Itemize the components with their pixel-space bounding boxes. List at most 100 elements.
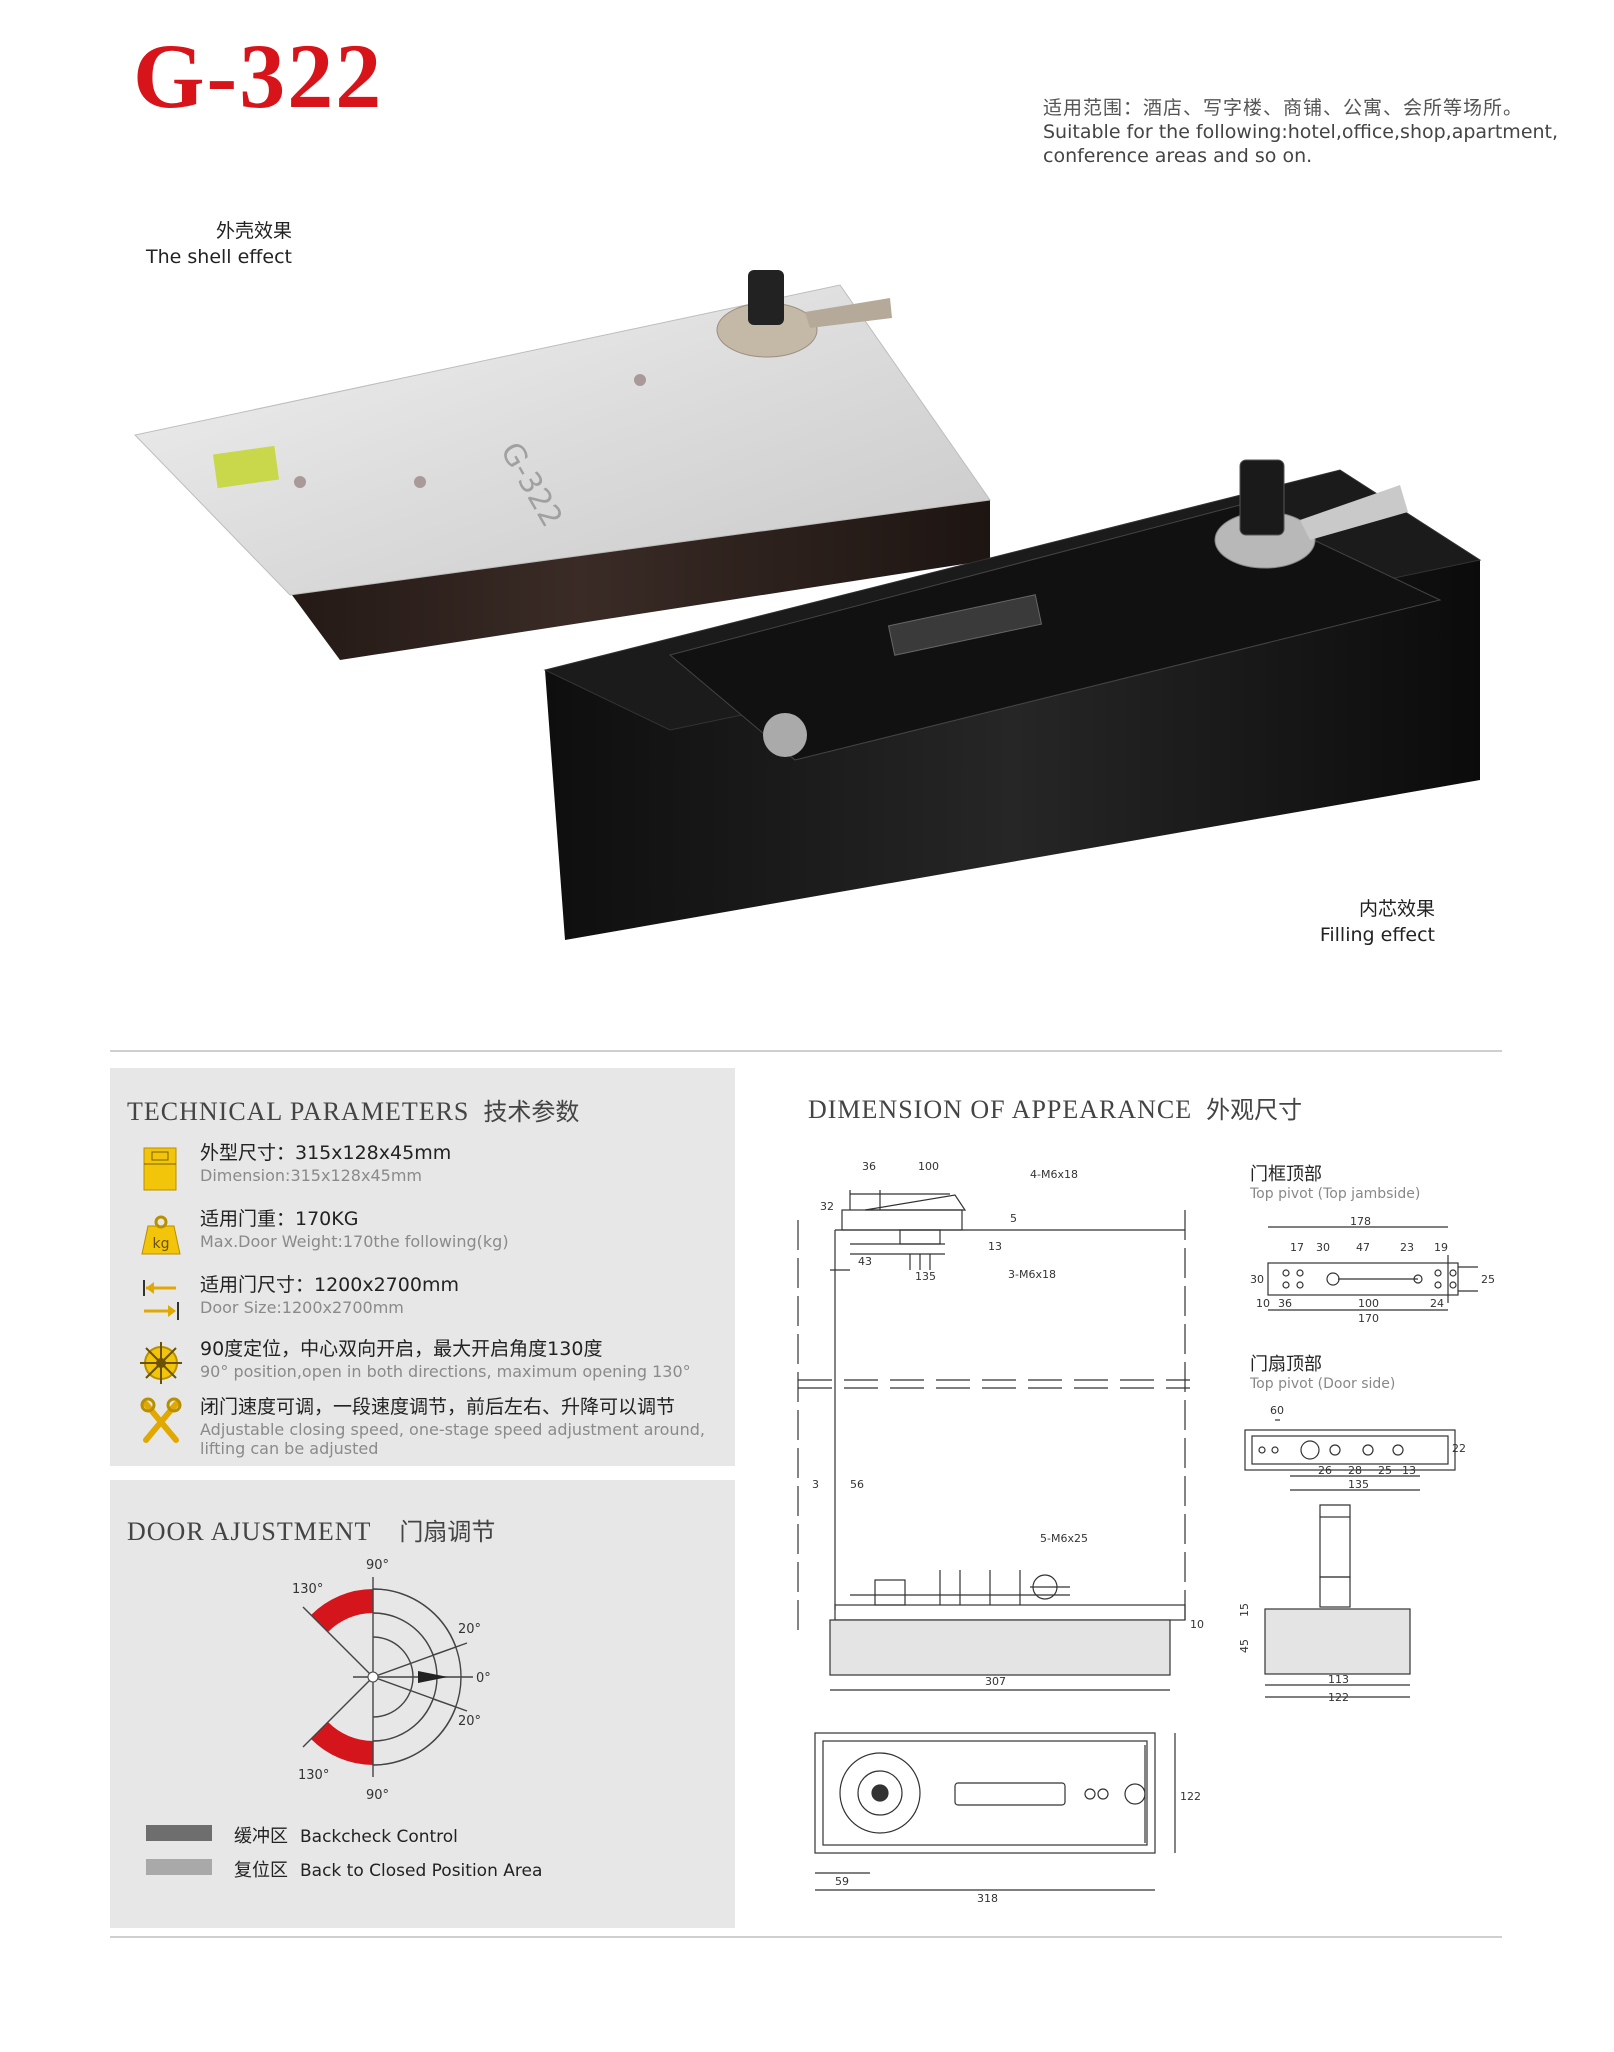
doorside-cn: 门扇顶部 bbox=[1250, 1354, 1322, 1375]
cross-dim-45: 45 bbox=[1238, 1639, 1251, 1653]
shell-screw-1 bbox=[294, 476, 306, 488]
door-dim-26: 26 bbox=[1318, 1464, 1332, 1477]
shell-label-sticker bbox=[212, 445, 280, 489]
param-door-size-en: Door Size:1200x2700mm bbox=[200, 1298, 404, 1317]
top-pivot-jambside-drawing: 178 17 30 47 23 19 30 25 10 36 100 24 17… bbox=[1250, 1215, 1495, 1325]
angle-icon bbox=[140, 1342, 182, 1384]
door-dim-28: 28 bbox=[1348, 1464, 1362, 1477]
shell-caption-en: The shell effect bbox=[146, 246, 292, 268]
tools-icon bbox=[140, 1397, 182, 1443]
param-angle-en: 90° position,open in both directions, ma… bbox=[200, 1362, 691, 1381]
top-pivot-doorside-drawing: 60 26 28 25 13 22 135 bbox=[1244, 1404, 1466, 1491]
legend-backcheck-en: Backcheck Control bbox=[300, 1827, 458, 1847]
door-legend: 缓冲区 Backcheck Control 复位区 Back to Closed P… bbox=[146, 1822, 706, 1890]
technical-parameters-panel bbox=[110, 1068, 735, 1466]
angle-label-zero: 0° bbox=[476, 1671, 491, 1686]
door-dim-13: 13 bbox=[1402, 1464, 1416, 1477]
jamb-dim-36: 36 bbox=[1278, 1297, 1292, 1310]
top-pivot-jambside-label: 门框顶部 Top pivot (Top jambside) bbox=[1250, 1160, 1420, 1202]
application-scope-en-line1: Suitable for the following:hotel,office,… bbox=[1043, 121, 1559, 143]
legend-backcheck-cn: 缓冲区 bbox=[234, 1826, 288, 1847]
param-adjust-cn: 闭门速度可调，一段速度调节，前后左右、升降可以调节 bbox=[200, 1396, 676, 1418]
filling-caption-cn: 内芯效果 bbox=[1358, 898, 1435, 920]
jamb-dim-17: 17 bbox=[1290, 1241, 1304, 1254]
technical-title-en: TECHNICAL PARAMETERS bbox=[127, 1097, 470, 1126]
model-title: G-322 bbox=[133, 25, 384, 127]
jamb-dim-170: 170 bbox=[1358, 1312, 1379, 1325]
shell-product-image: G-322 bbox=[134, 270, 991, 660]
param-weight-cn: 适用门重：170KG bbox=[200, 1208, 359, 1230]
jamb-dim-30a: 30 bbox=[1316, 1241, 1330, 1254]
application-scope-cn: 适用范围：酒店、写字楼、商铺、公寓、会所等场所。 bbox=[1043, 97, 1524, 119]
technical-title-cn: 技术参数 bbox=[483, 1098, 580, 1126]
param-dimension: 外型尺寸：315x128x45mm Dimension:315x128x45mm bbox=[140, 1140, 730, 1200]
param-adjust-en-line2: lifting can be adjusted bbox=[200, 1439, 379, 1458]
angle-label-top-130: 130° bbox=[292, 1582, 323, 1597]
door-angle-diagram: 90° 130° 20° 0° 20° 130° 90° bbox=[292, 1558, 491, 1803]
door-dim-22: 22 bbox=[1452, 1442, 1466, 1455]
door-dim-25: 25 bbox=[1378, 1464, 1392, 1477]
dim-10: 10 bbox=[1190, 1618, 1204, 1631]
jamb-dim-23: 23 bbox=[1400, 1241, 1414, 1254]
filling-caption-en: Filling effect bbox=[1319, 924, 1435, 946]
param-dimension-en: Dimension:315x128x45mm bbox=[200, 1166, 422, 1185]
jambside-en: Top pivot (Top jambside) bbox=[1250, 1186, 1421, 1202]
top-pivot-doorside-label: 门扇顶部 Top pivot (Door side) bbox=[1250, 1350, 1395, 1392]
filling-product-image bbox=[543, 459, 1482, 940]
weight-icon: kg bbox=[141, 1215, 181, 1255]
plan-view-drawing: 59 318 122 bbox=[814, 1732, 1201, 1905]
door-dim-135: 135 bbox=[1348, 1478, 1369, 1491]
door-size-icon bbox=[143, 1280, 179, 1320]
shell-effect-caption: 外壳效果 The shell effect bbox=[110, 218, 292, 270]
bottom-divider bbox=[110, 1936, 1502, 1938]
door-adjustment-panel bbox=[110, 1480, 735, 1928]
param-angle: 90度定位，中心双向开启，最大开启角度130度 90° position,ope… bbox=[140, 1336, 730, 1396]
param-door-size: 适用门尺寸：1200x2700mm Door Size:1200x2700mm bbox=[140, 1272, 730, 1332]
jamb-dim-19: 19 bbox=[1434, 1241, 1448, 1254]
jamb-dim-24: 24 bbox=[1430, 1297, 1444, 1310]
top-divider bbox=[110, 1050, 1502, 1052]
angle-label-bottom-90: 90° bbox=[366, 1788, 389, 1803]
backcheck-zone-top bbox=[311, 1589, 373, 1632]
filling-spring-cap bbox=[763, 713, 807, 757]
angle-label-bottom-130: 130° bbox=[298, 1768, 329, 1783]
filling-adjust-slot bbox=[887, 594, 1043, 656]
jamb-dim-30b: 30 bbox=[1250, 1273, 1264, 1286]
dim-36: 36 bbox=[862, 1160, 876, 1173]
shell-screw-2 bbox=[414, 476, 426, 488]
legend-closed-cn: 复位区 bbox=[234, 1860, 288, 1881]
angle-label-right-20a: 20° bbox=[458, 1622, 481, 1637]
dim-5: 5 bbox=[1010, 1212, 1017, 1225]
dim-307: 307 bbox=[985, 1675, 1006, 1688]
legend-backcheck: 缓冲区 Backcheck Control bbox=[146, 1822, 706, 1856]
cross-section-drawing: 15 45 113 122 bbox=[1238, 1504, 1411, 1704]
dimension-title-cn: 外观尺寸 bbox=[1206, 1096, 1303, 1124]
shell-arm-plate bbox=[805, 298, 892, 328]
jambside-cn: 门框顶部 bbox=[1250, 1164, 1322, 1185]
side-elevation-drawing: 36 100 4-M6x18 32 5 13 43 135 3-M6x18 3 … bbox=[797, 1160, 1204, 1691]
shell-caption-cn: 外壳效果 bbox=[215, 220, 292, 242]
shell-lid bbox=[134, 284, 991, 596]
backcheck-zone-bottom bbox=[311, 1722, 373, 1765]
jamb-dim-47: 47 bbox=[1356, 1241, 1370, 1254]
dim-32: 32 bbox=[820, 1200, 834, 1213]
application-scope: 适用范围：酒店、写字楼、商铺、公寓、会所等场所。 Suitable for th… bbox=[1043, 96, 1583, 168]
door-title-cn: 门扇调节 bbox=[399, 1518, 496, 1546]
filling-effect-caption: 内芯效果 Filling effect bbox=[1250, 896, 1435, 948]
param-weight: kg 适用门重：170KG Max.Door Weight:170the fol… bbox=[140, 1206, 730, 1266]
cross-dim-122: 122 bbox=[1328, 1691, 1349, 1704]
param-adjust-en: Adjustable closing speed, one-stage spee… bbox=[200, 1420, 705, 1439]
legend-closed-en: Back to Closed Position Area bbox=[300, 1861, 543, 1881]
dimension-icon bbox=[143, 1147, 177, 1191]
door-dim-60: 60 bbox=[1270, 1404, 1284, 1417]
filling-arm-plate bbox=[1300, 485, 1408, 540]
param-door-size-cn: 适用门尺寸：1200x2700mm bbox=[200, 1274, 459, 1296]
dim-135: 135 bbox=[915, 1270, 936, 1283]
legend-closed-position: 复位区 Back to Closed Position Area bbox=[146, 1856, 706, 1890]
param-weight-en: Max.Door Weight:170the following(kg) bbox=[200, 1232, 509, 1251]
angle-label-top-90: 90° bbox=[366, 1558, 389, 1573]
dim-3-m6x18: 3-M6x18 bbox=[1008, 1268, 1056, 1281]
jamb-dim-10: 10 bbox=[1256, 1297, 1270, 1310]
